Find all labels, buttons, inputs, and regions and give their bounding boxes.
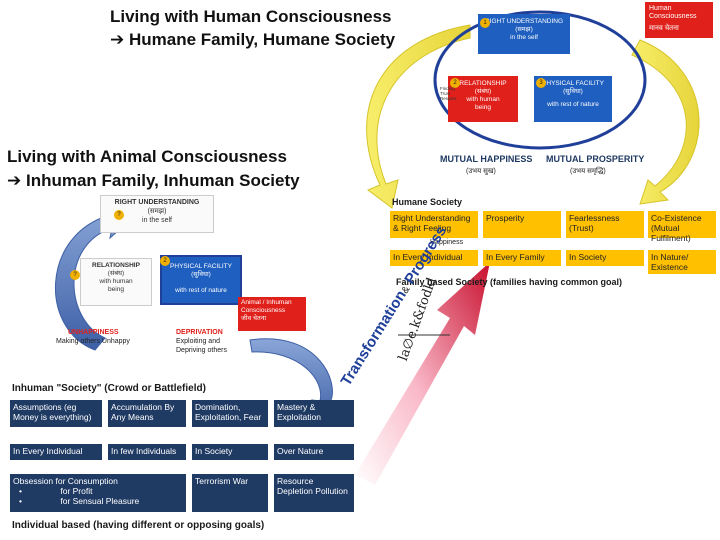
obsession-item-profit-text: for Profit <box>60 486 93 496</box>
humane-cell-0-2: Fearlessness (Trust) <box>566 211 644 238</box>
title-animal-consciousness: Living with Animal Consciousness <box>7 147 287 166</box>
label-hindi: (समझ) <box>515 26 533 33</box>
humane-cell-0-0: Right Understanding & Right Feeling <box>390 211 478 238</box>
humane-cell-0-1: Prosperity <box>483 211 561 238</box>
label: RELATIONSHIP <box>459 80 507 87</box>
finding-trust-note: Finding Trust Respect <box>440 86 457 101</box>
label-sub: in the self <box>510 34 538 41</box>
obsession-item-profit: • for Profit <box>13 486 183 496</box>
badge-3: 3 <box>536 78 546 88</box>
transformation-arrow <box>355 262 490 485</box>
bullet-icon: • <box>19 496 22 506</box>
unhappiness: UNHAPPINESS <box>68 329 119 336</box>
happiness-label: Happiness <box>430 239 464 246</box>
inhuman-society-footer: Individual based (having different or op… <box>12 520 265 531</box>
humane-cell-1-2: In Society <box>566 250 644 266</box>
badge-2: 2 <box>450 78 460 88</box>
human-consciousness-text: Human Consciousness <box>649 5 697 20</box>
animal-consciousness-label: Animal / Inhuman Consciousness जीव चेतना <box>238 297 306 331</box>
title-humane-society-text: Humane Family, Humane Society <box>128 30 396 49</box>
human-consciousness-label: Human Consciousness मानव चेतना <box>645 2 713 38</box>
label-hindi: (संबंध) <box>474 88 492 95</box>
resource-box: Resource Depletion Pollution <box>274 474 354 512</box>
inhuman-cell-1-1: In few Individuals <box>108 444 186 460</box>
label-sub2: being <box>475 104 491 111</box>
label-hindi: जीव चेतना <box>241 315 267 322</box>
deprivation-sub1: Exploiting and <box>176 338 220 345</box>
animal-relationship: RELATIONSHIP (संबंध) with human being <box>80 258 152 306</box>
label-sub1: with human <box>466 96 500 103</box>
humane-society-heading: Humane Society <box>392 197 463 207</box>
mutual-happiness-hindi: (उभय सुख) <box>466 168 496 175</box>
label: RELATIONSHIP <box>92 262 140 269</box>
label-sub: with rest of nature <box>547 101 599 108</box>
deprivation: DEPRIVATION <box>176 329 223 336</box>
label-hindi: (संबंध) <box>107 270 125 277</box>
human-consciousness-hindi: मानव चेतना <box>649 25 679 32</box>
label-sub2: being <box>108 286 124 293</box>
badge-question-2: ? <box>70 270 80 280</box>
human-diagram-oval <box>433 10 647 150</box>
label: RIGHT UNDERSTANDING <box>114 199 200 206</box>
label-sub: in the self <box>142 217 172 224</box>
badge-2-animal: 2 <box>160 256 170 266</box>
humane-cell-1-3: In Nature/ Existence <box>648 250 716 274</box>
human-right-understanding: RIGHT UNDERSTANDING (समझ) in the self <box>478 14 570 54</box>
deprivation-sub2: Depriving others <box>176 347 227 354</box>
label2: Consciousness <box>241 307 286 314</box>
title-human-consciousness: Living with Human Consciousness <box>110 7 392 26</box>
obsession-item-pleasure: • for Sensual Pleasure <box>13 496 183 506</box>
humane-cell-0-3: Co-Existence (Mutual Fulfilment) <box>648 211 716 243</box>
label-hindi: (सुविधा) <box>191 271 211 278</box>
label-sub1: with human <box>99 278 133 285</box>
arrow-right-icon: ➔ <box>110 30 125 49</box>
unhappiness-sub: Making others Unhappy <box>56 338 130 345</box>
inhuman-cell-1-2: In Society <box>192 444 268 460</box>
mutual-happiness: MUTUAL HAPPINESS <box>440 154 533 164</box>
label: PHYSICAL FACILITY <box>170 263 232 270</box>
label-hindi: (सुविधा) <box>563 88 583 95</box>
badge-question-1: ? <box>114 210 124 220</box>
inhuman-cell-1-3: Over Nature <box>274 444 354 460</box>
arrow-right-icon: ➔ <box>7 171 22 190</box>
bullet-icon: • <box>19 486 22 496</box>
humane-cell-1-1: In Every Family <box>483 250 561 266</box>
inhuman-cell-0-3: Mastery & Exploitation <box>274 400 354 427</box>
humane-cell-1-0: In Every Individual <box>390 250 478 266</box>
label: RIGHT UNDERSTANDING <box>484 18 564 25</box>
obsession-box: Obsession for Consumption • for Profit •… <box>10 474 186 512</box>
mutual-prosperity-hindi: (उभय समृद्धि) <box>570 168 606 175</box>
label-hindi: (समझ) <box>147 208 167 215</box>
inhuman-society-heading: Inhuman "Society" (Crowd or Battlefield) <box>12 383 206 394</box>
obsession-item-pleasure-text: for Sensual Pleasure <box>60 496 140 506</box>
obsession-title: Obsession for Consumption <box>13 476 118 486</box>
inhuman-cell-0-1: Accumulation By Any Means <box>108 400 186 427</box>
terrorism-box: Terrorism War <box>192 474 268 512</box>
mutual-prosperity: MUTUAL PROSPERITY <box>546 154 645 164</box>
human-relationship: RELATIONSHIP (संबंध) with human being <box>448 76 518 122</box>
yellow-arrow-right <box>631 39 700 205</box>
label-sub: with rest of nature <box>175 287 227 294</box>
yellow-arrow-left <box>366 24 471 209</box>
inhuman-cell-1-0: In Every Individual <box>10 444 102 460</box>
inhuman-cell-0-2: Domination, Exploitation, Fear <box>192 400 268 427</box>
title-inhuman-society: ➔ Inhuman Family, Inhuman Society <box>7 171 300 191</box>
badge-1: 1 <box>480 18 490 28</box>
label: PHYSICAL FACILITY <box>542 80 604 87</box>
animal-physical-facility: PHYSICAL FACILITY (सुविधा) with rest of … <box>160 255 242 305</box>
title-inhuman-society-text: Inhuman Family, Inhuman Society <box>25 171 300 190</box>
inhuman-cell-0-0: Assumptions (eg Money is everything) <box>10 400 102 427</box>
humane-society-footer: Family based Society (families having co… <box>396 277 623 287</box>
label1: Animal / Inhuman <box>241 299 292 306</box>
human-physical-facility: PHYSICAL FACILITY (सुविधा) with rest of … <box>534 76 612 122</box>
title-humane-society: ➔ Humane Family, Humane Society <box>110 29 395 51</box>
